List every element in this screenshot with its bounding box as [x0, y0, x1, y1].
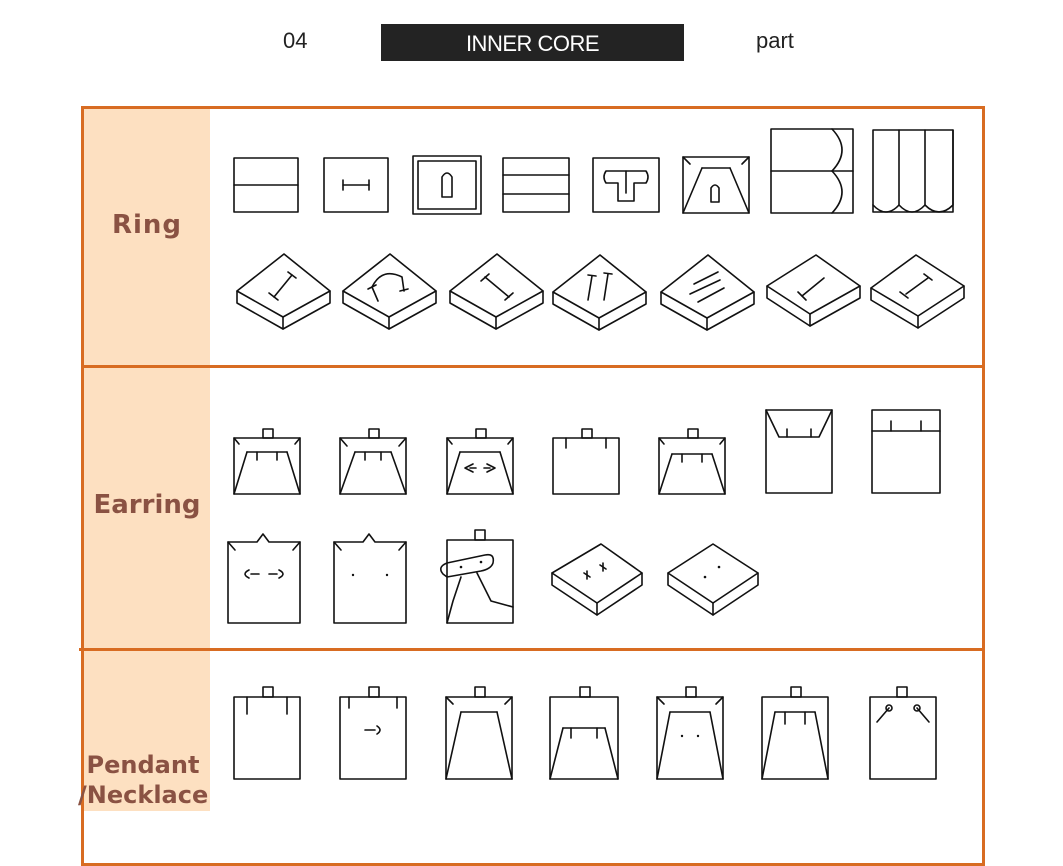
- ring-category-bg: [84, 109, 210, 365]
- earring-card-trapezoid-2-icon: [339, 428, 407, 495]
- section-title-bar: INNER CORE: [381, 24, 684, 61]
- ring-box-trapezoid-insert-icon: [682, 156, 750, 214]
- pendant-card-trapezoid-icon: [445, 686, 513, 780]
- earring-box-iso-dots-icon: [667, 543, 759, 616]
- earring-card-tall-icon: [871, 409, 941, 494]
- earring-category-bg: [84, 368, 210, 648]
- section-title: INNER CORE: [465, 31, 600, 56]
- section-number: 04: [283, 28, 308, 53]
- ring-box-triple-roll-icon: [872, 129, 954, 213]
- pendant-necklace-label: Pendant /Necklace: [78, 751, 209, 809]
- ring-divider: [81, 365, 985, 368]
- earring-divider: [79, 648, 985, 651]
- pendant-card-trapezoid-tabs-icon: [549, 686, 619, 780]
- ring-box-iso-bar-icon: [449, 253, 544, 330]
- earring-card-hook-slot-icon: [227, 533, 301, 624]
- earring-envelope-icon: [765, 409, 833, 494]
- ring-box-double-roll-icon: [770, 128, 854, 214]
- pendant-card-trapezoid-2-icon: [761, 686, 829, 780]
- pendant-category-bg: [84, 651, 210, 811]
- earring-card-slot-icon: [446, 428, 514, 495]
- earring-card-stand-icon: [439, 529, 514, 624]
- section-suffix: part: [756, 28, 794, 53]
- earring-card-plain-icon: [552, 428, 620, 495]
- ring-box-flat-divider-icon: [233, 157, 299, 213]
- ring-box-triple-layer-icon: [502, 157, 570, 213]
- ring-box-iso-bracket-icon: [870, 254, 965, 329]
- catalog-frame: [81, 106, 985, 866]
- ring-label: Ring: [111, 210, 183, 240]
- ring-box-iso-triple-line-icon: [660, 254, 755, 331]
- earring-card-trapezoid-3-icon: [658, 428, 726, 495]
- earring-label: Earring: [93, 490, 201, 520]
- pendant-card-hooks-icon: [869, 686, 937, 780]
- ring-box-iso-slot-icon: [236, 253, 331, 330]
- pendant-card-slot-icon: [339, 686, 407, 780]
- ring-box-slot-icon: [323, 157, 389, 213]
- pendant-card-plain-icon: [233, 686, 301, 780]
- ring-box-iso-angled-slot-icon: [766, 254, 861, 327]
- ring-box-framed-insert-icon: [412, 155, 482, 215]
- earring-box-iso-cross-icon: [551, 543, 643, 616]
- earring-card-trapezoid-icon: [233, 428, 301, 495]
- earring-card-hook-dots-icon: [333, 533, 407, 624]
- ring-box-iso-arch-icon: [342, 253, 437, 330]
- ring-box-iso-double-bar-icon: [552, 254, 647, 331]
- pendant-card-trapezoid-dots-icon: [656, 686, 724, 780]
- ring-box-t-holder-icon: [592, 157, 660, 213]
